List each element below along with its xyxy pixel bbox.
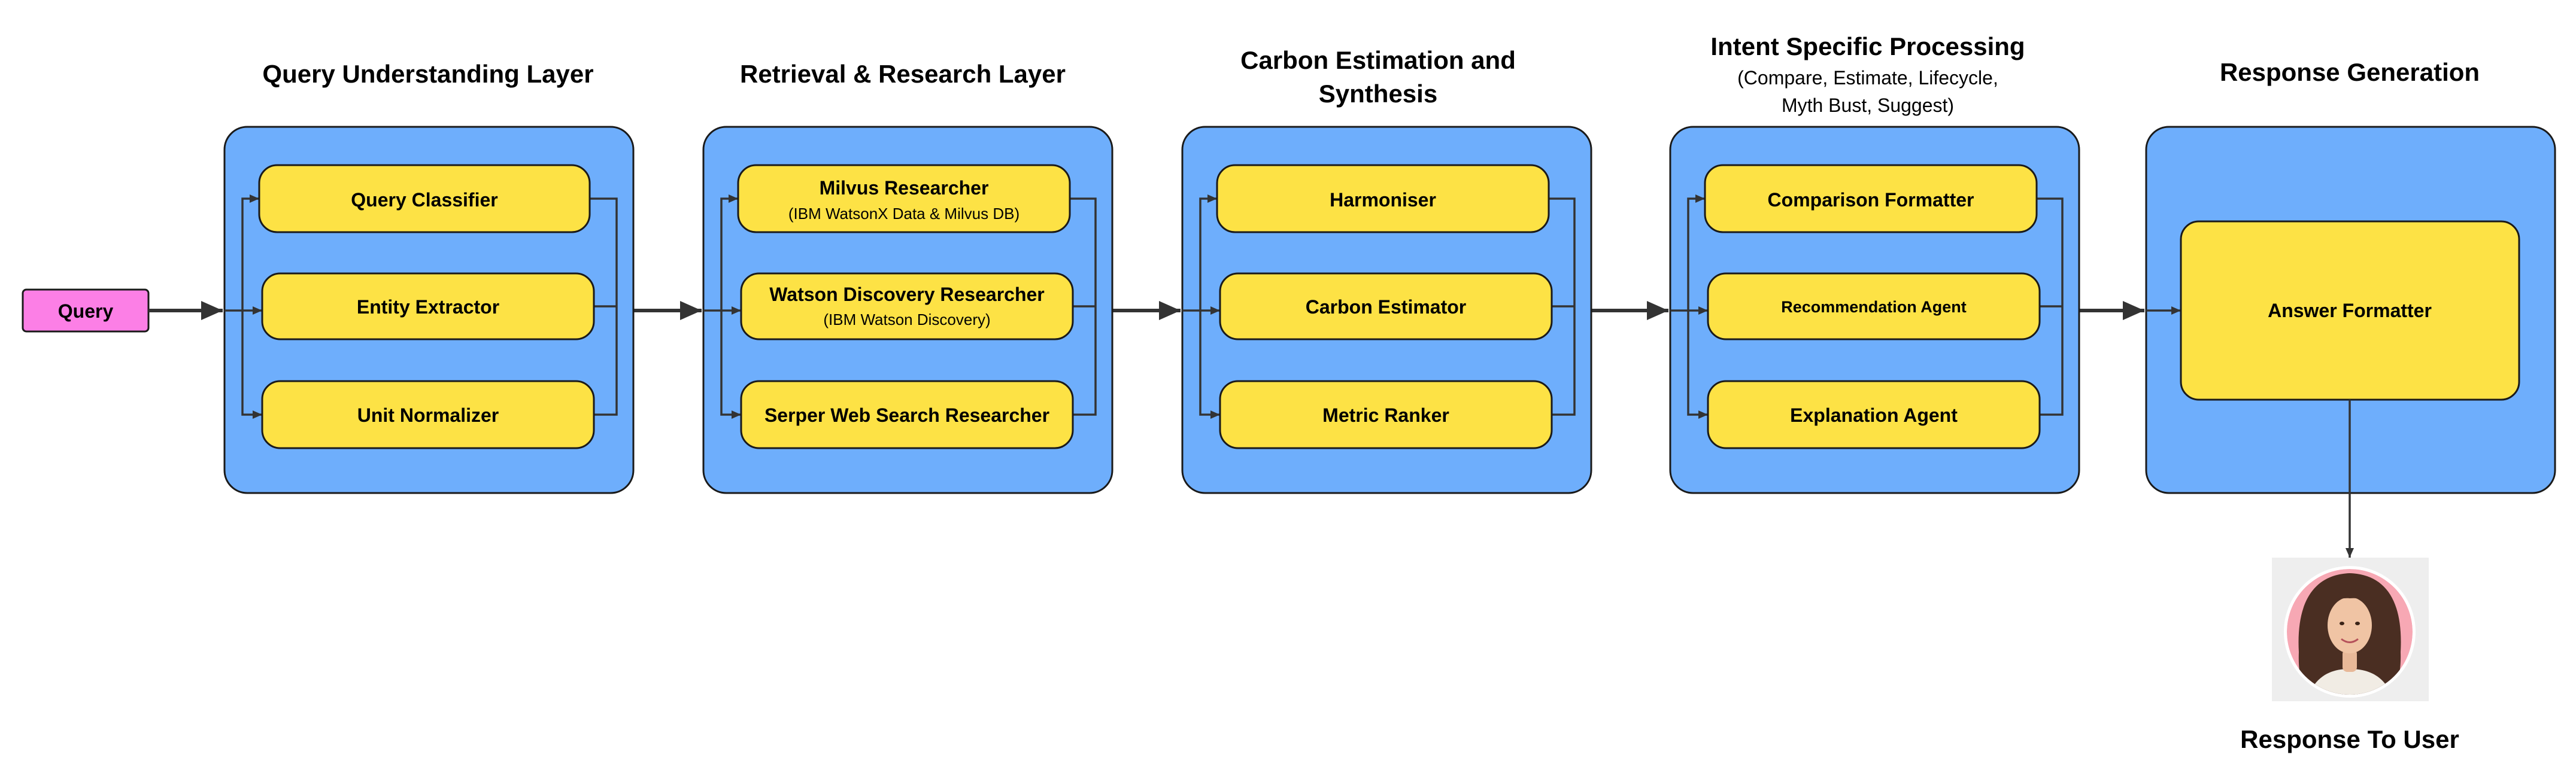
svg-text:Explanation Agent: Explanation Agent [1790,404,1958,426]
node-milvus-researcher[interactable]: Milvus Researcher (IBM WatsonX Data & Mi… [737,164,1071,233]
node-answer-formatter[interactable]: Answer Formatter [2180,220,2520,401]
svg-text:Carbon Estimator: Carbon Estimator [1306,296,1466,318]
node-entity-extractor[interactable]: Entity Extractor [261,272,595,340]
node-metric-ranker[interactable]: Metric Ranker [1219,380,1553,449]
query-node[interactable]: Query [22,288,150,333]
svg-text:Answer Formatter: Answer Formatter [2268,300,2432,321]
layer-subtitle-line-2: Myth Bust, Suggest) [1782,95,1954,116]
user-avatar [2272,558,2429,701]
node-unit-normalizer[interactable]: Unit Normalizer [261,380,595,449]
node-recommendation-agent[interactable]: Recommendation Agent [1707,272,2041,340]
svg-text:Unit Normalizer: Unit Normalizer [357,404,499,426]
node-query-classifier[interactable]: Query Classifier [258,164,591,233]
node-watson-discovery-researcher[interactable]: Watson Discovery Researcher (IBM Watson … [740,272,1074,340]
svg-text:Comparison Formatter: Comparison Formatter [1768,189,1974,211]
layer-title-line-1: Carbon Estimation and [1240,46,1516,74]
svg-text:Recommendation Agent: Recommendation Agent [1781,298,1967,316]
node-serper-web-search-researcher[interactable]: Serper Web Search Researcher [740,380,1074,449]
svg-text:Query Classifier: Query Classifier [351,189,497,211]
layer-title-line-2: Synthesis [1319,80,1437,108]
person-avatar-icon [2287,569,2413,695]
layer-connectors [703,194,1097,419]
svg-text:Watson Discovery Researcher: Watson Discovery Researcher [769,284,1044,305]
output-label: Response To User [2240,725,2459,753]
layer-connectors [224,194,618,419]
query-label: Query [58,300,114,322]
layer-intent-specific-processing: Intent Specific Processing (Compare, Est… [1669,32,2080,494]
svg-text:Harmoniser: Harmoniser [1330,189,1436,211]
node-explanation-agent[interactable]: Explanation Agent [1707,380,2041,449]
svg-text:Milvus Researcher: Milvus Researcher [820,177,989,199]
layer-connectors [1182,194,1576,419]
layer-title: Response Generation [2220,58,2480,86]
layer-retrieval-research: Retrieval & Research Layer Milvus Resear… [702,60,1113,494]
svg-text:(IBM Watson Discovery): (IBM Watson Discovery) [823,311,990,328]
layer-response-generation: Response Generation Answer Formatter [2145,58,2556,494]
node-harmoniser[interactable]: Harmoniser [1216,164,1550,233]
layer-connectors [1670,194,2064,419]
layer-query-understanding: Query Understanding Layer Query Classifi… [223,60,635,494]
layer-carbon-estimation: Carbon Estimation and Synthesis Harmonis… [1181,46,1592,494]
node-carbon-estimator[interactable]: Carbon Estimator [1219,272,1553,340]
layer-title: Intent Specific Processing [1710,32,2025,60]
svg-text:(IBM WatsonX Data & Milvus DB): (IBM WatsonX Data & Milvus DB) [788,205,1020,223]
layer-title: Retrieval & Research Layer [740,60,1066,88]
svg-text:Entity Extractor: Entity Extractor [357,296,499,318]
node-comparison-formatter[interactable]: Comparison Formatter [1704,164,2038,233]
svg-text:Metric Ranker: Metric Ranker [1322,404,1449,426]
layer-title: Query Understanding Layer [262,60,593,88]
svg-text:Serper Web Search Researcher: Serper Web Search Researcher [764,404,1049,426]
layer-subtitle-line-1: (Compare, Estimate, Lifecycle, [1737,67,1998,89]
